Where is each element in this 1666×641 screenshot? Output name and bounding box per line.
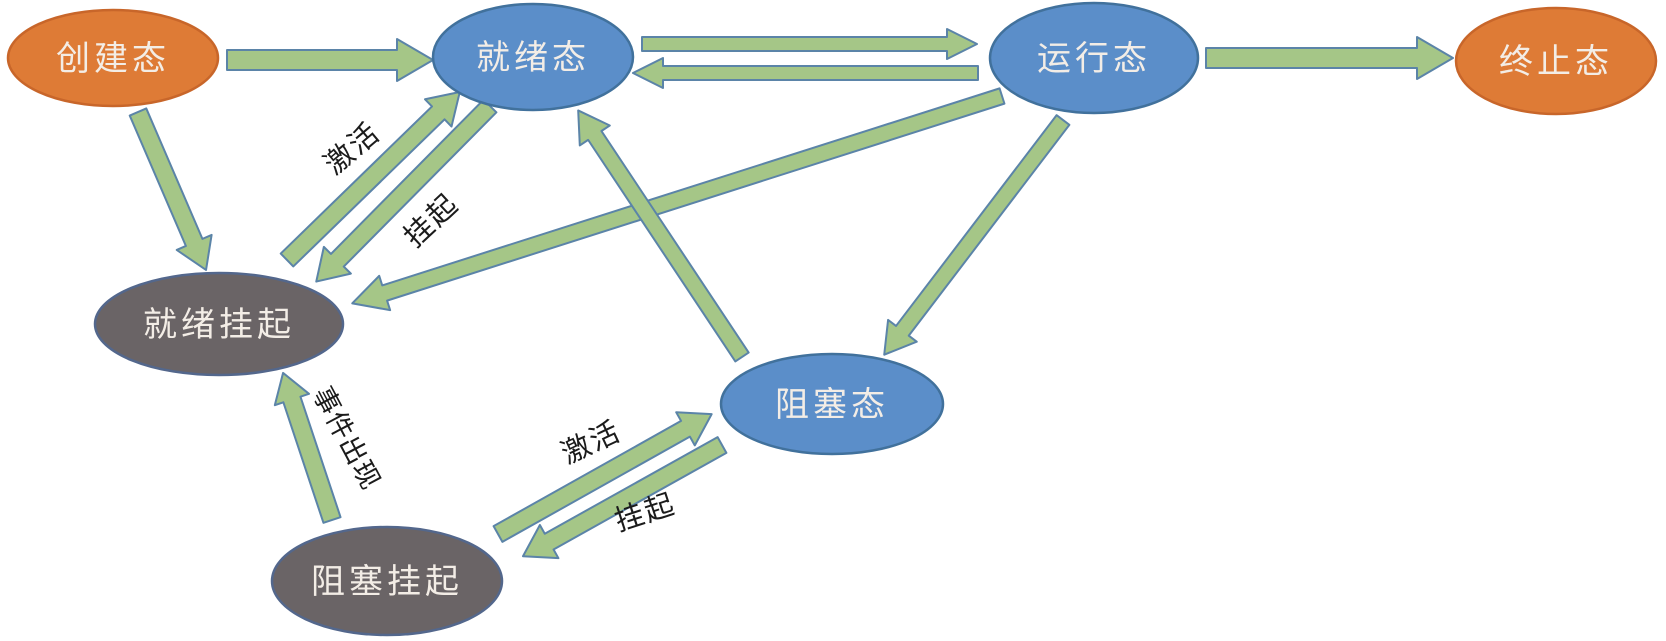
- node-running-ellipse: [988, 1, 1200, 115]
- arrow-running-to-terminated: [1205, 36, 1454, 80]
- arrow-blocked-suspended-to-blocked: [492, 411, 713, 543]
- node-running-label: 运行态: [1037, 40, 1151, 78]
- arrow-create-to-ready-suspended: [128, 107, 213, 271]
- node-ready-suspended: 就绪挂起: [93, 271, 345, 377]
- arrow-create-to-ready: [226, 38, 434, 82]
- arrow-ready-suspended-to-ready: [279, 90, 461, 268]
- arrow-blocked-to-blocked-suspended: [521, 436, 728, 560]
- node-running: 运行态: [988, 1, 1200, 115]
- arrow-ready-to-ready-suspended: [315, 98, 498, 283]
- node-blocked-suspended-ellipse: [270, 525, 504, 637]
- node-ready-suspended-ellipse: [93, 271, 345, 377]
- node-blocked-suspended: 阻塞挂起: [270, 525, 504, 637]
- node-create-ellipse: [6, 8, 220, 108]
- node-create: 创建态: [6, 8, 220, 108]
- node-terminated-ellipse: [1454, 6, 1658, 116]
- arrow-blocked-to-ready: [577, 109, 750, 363]
- node-ready-label: 就绪态: [476, 39, 590, 77]
- arrow-blocked-suspended-to-ready-suspended: [273, 371, 342, 524]
- arrow-running-to-ready: [632, 57, 979, 89]
- node-ready-suspended-label: 就绪挂起: [143, 306, 295, 344]
- node-terminated: 终止态: [1454, 6, 1658, 116]
- node-blocked-label: 阻塞态: [775, 386, 889, 424]
- node-terminated-label: 终止态: [1499, 43, 1613, 81]
- node-blocked-suspended-label: 阻塞挂起: [311, 563, 463, 601]
- node-create-label: 创建态: [56, 40, 170, 78]
- node-ready: 就绪态: [431, 2, 635, 112]
- node-ready-ellipse: [431, 2, 635, 112]
- node-blocked-ellipse: [719, 352, 945, 456]
- arrow-running-to-ready-suspended: [351, 87, 1006, 312]
- arrow-running-to-blocked: [883, 114, 1071, 356]
- node-blocked: 阻塞态: [719, 352, 945, 456]
- arrow-ready-to-running: [641, 28, 978, 60]
